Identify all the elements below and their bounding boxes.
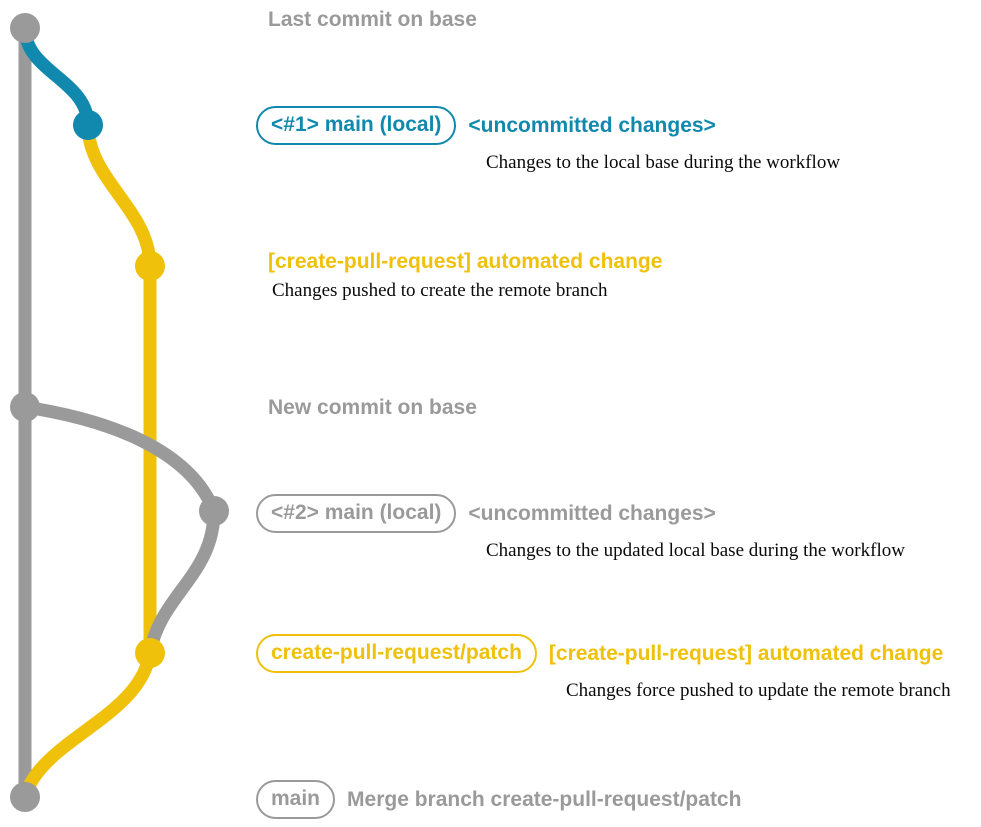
commit-node-local-2 — [199, 496, 229, 526]
row-last-commit: Last commit on base — [256, 8, 477, 31]
edge-local2-to-patch2 — [143, 504, 221, 660]
commit-subject: [create-pull-request] automated change — [268, 250, 663, 273]
commit-node-patch-1 — [135, 251, 165, 281]
branch-label-main-local-1[interactable]: <#1> main (local) — [256, 106, 457, 145]
edge-patch2-to-merge — [18, 646, 157, 804]
commit-node-local-1 — [73, 110, 103, 140]
edge-local1-to-patch1 — [81, 118, 157, 273]
row-patch-1: [create-pull-request] automated change C… — [256, 250, 662, 302]
commit-nodes — [10, 13, 229, 812]
commit-note: Changes pushed to create the remote bran… — [272, 280, 608, 302]
commit-note: Changes to the local base during the wor… — [486, 151, 841, 173]
commit-subject: <uncommitted changes> — [468, 113, 716, 137]
row-local-2-headline: <#2> main (local) <uncommitted changes> — [256, 494, 905, 533]
row-patch-1-headline: [create-pull-request] automated change — [256, 250, 662, 273]
edge-basenew-to-local2 — [18, 400, 221, 518]
commit-subject: New commit on base — [268, 396, 477, 419]
branch-label-create-pull-request-patch[interactable]: create-pull-request/patch — [256, 634, 537, 673]
commit-note: Changes to the updated local base during… — [486, 539, 905, 561]
row-new-commit: New commit on base — [256, 396, 477, 419]
row-local-2: <#2> main (local) <uncommitted changes> … — [256, 494, 905, 561]
row-local-1: <#1> main (local) <uncommitted changes> … — [256, 106, 840, 173]
commit-subject: <uncommitted changes> — [468, 501, 716, 525]
row-last-commit-headline: Last commit on base — [256, 8, 477, 31]
row-merge: main Merge branch create-pull-request/pa… — [256, 780, 741, 819]
row-patch-2: create-pull-request/patch [create-pull-r… — [256, 634, 951, 701]
commit-subject: [create-pull-request] automated change — [548, 641, 944, 665]
commit-subject: Last commit on base — [268, 8, 477, 31]
edge-base-to-local1 — [18, 21, 95, 132]
commit-node-base-merge — [10, 782, 40, 812]
row-patch-2-headline: create-pull-request/patch [create-pull-r… — [256, 634, 951, 673]
row-new-commit-headline: New commit on base — [256, 396, 477, 419]
branch-label-main[interactable]: main — [256, 780, 336, 819]
commit-note: Changes force pushed to update the remot… — [566, 679, 951, 701]
branch-label-main-local-2[interactable]: <#2> main (local) — [256, 494, 457, 533]
commit-node-patch-2 — [135, 638, 165, 668]
commit-subject: Merge branch create-pull-request/patch — [347, 787, 742, 811]
row-merge-headline: main Merge branch create-pull-request/pa… — [256, 780, 741, 819]
row-local-1-headline: <#1> main (local) <uncommitted changes> — [256, 106, 840, 145]
commit-node-base-new — [10, 392, 40, 422]
commit-node-base-last — [10, 13, 40, 43]
